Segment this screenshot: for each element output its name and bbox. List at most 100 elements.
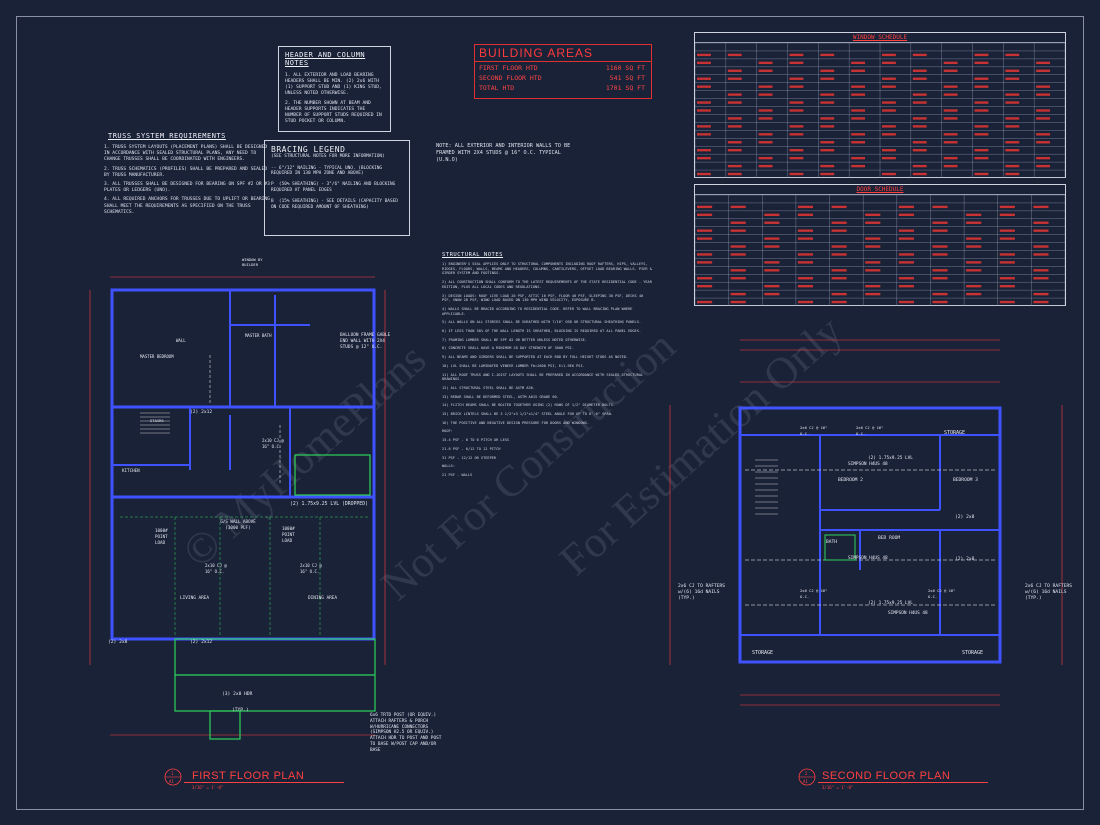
window-schedule-cell-entry: [727, 164, 742, 168]
door-schedule-cell-entry: [831, 269, 847, 272]
window-schedule-cell-entry: [851, 85, 866, 88]
sf-title-underline: [818, 782, 988, 783]
structural-note-paragraph: 31 PSF - 12/12 OR STEEPER: [442, 455, 497, 460]
sf-title-marker: [798, 768, 816, 786]
door-schedule-cell-entry: [764, 269, 780, 272]
ff-living-area: LIVING AREA: [180, 596, 210, 601]
door-schedule-cell-entry: [764, 261, 780, 264]
ff-title: FIRST FLOOR PLAN: [192, 770, 305, 782]
ff-master-bedroom: MASTER BEDROOM: [140, 354, 174, 359]
window-schedule-grid: [695, 43, 1065, 178]
window-schedule-cell-entry: [882, 77, 896, 80]
door-schedule-cell-entry: [966, 221, 982, 224]
area-value: 541 SQ FT: [609, 74, 645, 82]
door-schedule-cell-entry: [999, 237, 1015, 240]
window-schedule-cell-entry: [820, 77, 835, 80]
window-schedule-cell-entry: [912, 149, 927, 152]
sf-beam-3: SIMPSON H4US 48: [848, 556, 888, 561]
window-schedule-cell-entry: [912, 53, 927, 57]
door-schedule-cell-entry: [898, 253, 914, 256]
door-schedule-cell-entry: [932, 269, 948, 272]
sf-beam-4: (2) 1.75x9.25 LVL: [868, 601, 913, 606]
door-schedule-cell-entry: [932, 277, 948, 280]
sf-cj-4: 2x6 CJ @ 16" O.C.: [928, 588, 958, 599]
window-schedule-cell-entry: [758, 61, 773, 65]
header-column-notes: HEADER AND COLUMN NOTES 1. ALL EXTERIOR …: [278, 46, 391, 132]
ff-interior-walls: [112, 290, 310, 497]
window-schedule-cell-entry: [820, 172, 835, 176]
structural-notes: STRUCTURAL NOTES 1) ENGINEER'S SEAL APPL…: [442, 252, 654, 478]
window-schedule-cell-entry: [882, 109, 896, 112]
window-schedule-cell-entry: [789, 53, 804, 57]
door-schedule-cell-entry: [730, 253, 746, 256]
door-schedule-cell-entry: [1033, 229, 1049, 232]
window-schedule-cell-entry: [697, 133, 711, 136]
ff-balloon-frame-note: BALLOON FRAME GABLE END WALL WITH 2X4 ST…: [340, 333, 393, 350]
bracing-legend-subtitle: (SEE STRUCTURAL NOTES FOR MORE INFORMATI…: [271, 154, 385, 159]
sf-cj-1: 2x6 CJ @ 16" O.C.: [800, 425, 830, 436]
window-schedule-cell-entry: [758, 109, 773, 112]
window-schedule-cell-entry: [882, 125, 896, 128]
structural-note-paragraph: 1) ENGINEER'S SEAL APPLIES ONLY TO STRUC…: [442, 262, 652, 276]
sf-beam-5: SIMPSON H4US 48: [888, 611, 928, 616]
sf-beams: [745, 469, 995, 606]
ff-title-marker: [164, 768, 182, 786]
door-schedule-cell-entry: [697, 237, 713, 240]
first-floor-plan: [89, 276, 386, 740]
area-label: TOTAL HTD: [479, 84, 515, 92]
sf-bedroom-2: BEDROOM 2: [838, 478, 863, 483]
window-schedule-cell-entry: [882, 53, 896, 57]
window-schedule-cell-entry: [697, 85, 711, 88]
structural-note-paragraph: ROOF:: [442, 429, 453, 434]
door-schedule-cell-entry: [932, 253, 948, 256]
door-schedule-cell-entry: [999, 261, 1015, 264]
door-schedule-cell-entry: [831, 292, 847, 296]
bracing-legend-title: BRACING LEGEND: [271, 145, 346, 154]
window-schedule-cell-entry: [974, 156, 989, 160]
door-schedule-cell-entry: [797, 229, 814, 232]
window-schedule-cell-entry: [727, 53, 742, 57]
window-schedule-cell-entry: [912, 141, 927, 144]
window-schedule-cell-entry: [943, 141, 958, 144]
door-schedule-cell-entry: [797, 205, 814, 209]
truss-requirements-title: TRUSS SYSTEM REQUIREMENTS: [108, 132, 226, 140]
sf-title: SECOND FLOOR PLAN: [822, 770, 951, 782]
second-floor-plan: [669, 339, 1063, 706]
bracing-legend-item-1: -- 6"/12" NAILING - TYPICAL UNO. (BLOCKI…: [271, 165, 385, 177]
door-schedule-cell-entry: [1033, 205, 1049, 209]
door-schedule-cell-entry: [865, 292, 881, 296]
door-schedule-cell-entry: [797, 213, 814, 217]
building-areas-title: BUILDING AREAS: [475, 45, 651, 62]
window-schedule-cell-entry: [1036, 156, 1051, 160]
window-schedule-cell-entry: [882, 61, 896, 65]
ff-stairs: [140, 412, 170, 434]
door-schedule-cell-entry: [697, 300, 713, 304]
door-schedule-cell-entry: [764, 292, 780, 296]
window-schedule-cell-entry: [789, 172, 804, 176]
bracing-legend-item-3: B (15% SHEATHING) - SEE DETAILS (CAPACIT…: [271, 198, 401, 210]
sf-cj-3: 2x6 CJ @ 16" O.C.: [800, 588, 830, 599]
window-schedule-cell-entry: [912, 101, 927, 104]
door-schedule-cell-entry: [1033, 300, 1049, 304]
ff-scale: 3/16" = 1'-0": [192, 785, 224, 790]
window-schedule-cell-entry: [974, 85, 989, 88]
door-schedule-cell-entry: [932, 292, 948, 296]
structural-note-paragraph: 15) BRICK LINTELS SHALL BE 3 1/2"x3 1/2"…: [442, 412, 613, 417]
window-schedule-cell-entry: [1005, 77, 1020, 80]
door-schedule-cell-entry: [865, 261, 881, 264]
window-schedule-cell-entry: [851, 156, 866, 160]
sf-beam-1: SIMPSON H4US 48: [848, 462, 888, 467]
window-schedule-cell-entry: [851, 133, 866, 136]
window-schedule-cell-entry: [943, 109, 958, 112]
window-schedule-cell-entry: [727, 101, 742, 104]
window-schedule-cell-entry: [1005, 53, 1020, 57]
window-schedule-cell-entry: [943, 133, 958, 136]
door-schedule-cell-entry: [831, 245, 847, 248]
window-schedule-cell-entry: [789, 85, 804, 88]
door-schedule-cell-entry: [1033, 277, 1049, 280]
door-schedule-cell-entry: [1033, 292, 1049, 296]
ff-dining-area: DINING AREA: [308, 596, 338, 601]
